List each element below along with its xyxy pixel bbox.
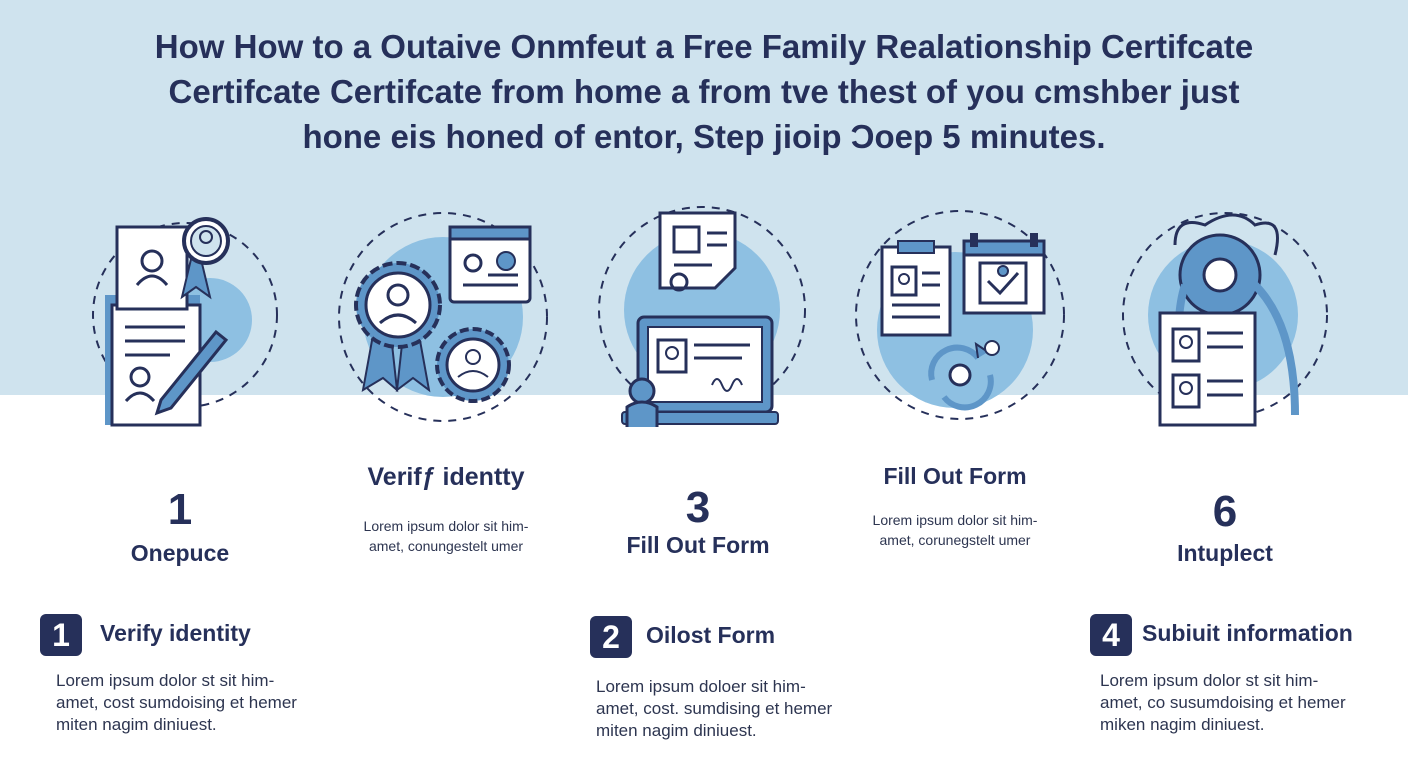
step-number: 3 bbox=[685, 483, 711, 532]
badge-gears-id-icon bbox=[328, 205, 568, 435]
step-3: 3 Fill Out Form bbox=[598, 484, 798, 559]
bottom-step-1: 1 Verify identity Lorem ipsum dolor st s… bbox=[40, 614, 360, 744]
step-description: Lorem ipsum dolor sit him- amet, coruneg… bbox=[872, 512, 1038, 548]
step-number: 6 bbox=[1212, 487, 1238, 536]
step-1: 1 Onepuce bbox=[100, 486, 260, 567]
bottom-step-description: Lorem ipsum doloer sit him- amet, cost. … bbox=[596, 677, 833, 740]
title-line-3: hone eis honed of entor, Step jioip Ɔoep… bbox=[302, 118, 1106, 155]
step-badge: 4 bbox=[1090, 614, 1132, 656]
bottom-step-title: Oilost Form bbox=[646, 622, 776, 648]
step-description: Lorem ipsum dolor sit him- amet, conunge… bbox=[363, 518, 529, 554]
step-title: Onepuce bbox=[130, 540, 230, 566]
step-title: Fill Out Form bbox=[626, 532, 770, 558]
bottom-step-4: 4 Subiuit information Lorem ipsum dolor … bbox=[1090, 614, 1390, 744]
step-2: Verifƒ identty Lorem ipsum dolor sit him… bbox=[326, 463, 566, 556]
laptop-document-icon bbox=[582, 205, 822, 435]
bottom-step-title: Verify identity bbox=[100, 620, 251, 646]
step-4: Fill Out Form Lorem ipsum dolor sit him-… bbox=[840, 463, 1070, 550]
bottom-step-description: Lorem ipsum dolor st sit him- amet, co s… bbox=[1100, 671, 1346, 734]
step-badge: 2 bbox=[590, 616, 632, 658]
document-badge-pencil-icon bbox=[60, 205, 300, 435]
step-title: Fill Out Form bbox=[883, 463, 1027, 489]
step-title: Verifƒ identty bbox=[367, 463, 525, 491]
page-title: How How to a Outaive Onmfeut a Free Fami… bbox=[30, 24, 1378, 159]
title-line-1: How How to a Outaive Onmfeut a Free Fami… bbox=[154, 28, 1254, 65]
bottom-step-description: Lorem ipsum dolor st sit him- amet, cost… bbox=[56, 671, 297, 734]
step-5: 6 Intuplect bbox=[1140, 488, 1310, 567]
clipboard-calendar-sync-icon bbox=[840, 205, 1080, 435]
step-title: Intuplect bbox=[1177, 540, 1273, 566]
bottom-step-2: 2 Oilost Form Lorem ipsum doloer sit him… bbox=[590, 616, 870, 746]
step-number: 1 bbox=[167, 485, 193, 534]
person-documents-icon bbox=[1105, 205, 1345, 435]
title-line-2: Certifcate Certifcate from home a from t… bbox=[168, 73, 1240, 110]
bottom-step-title: Subiuit information bbox=[1142, 620, 1353, 646]
step-badge: 1 bbox=[40, 614, 82, 656]
